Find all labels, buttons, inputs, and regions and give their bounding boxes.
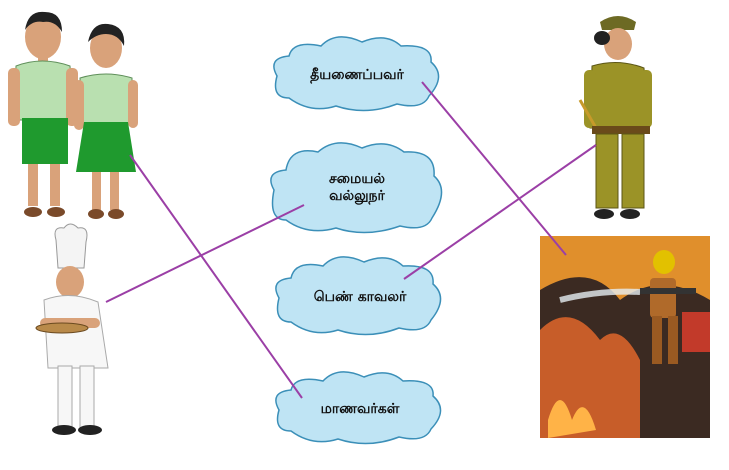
line-firefighter — [421, 81, 567, 256]
line-cook — [105, 204, 305, 303]
cloud-cook — [270, 142, 443, 234]
label-cook: சமையல் வல்லுநர் — [329, 170, 385, 205]
policewoman-picture — [578, 16, 652, 219]
line-policewoman — [403, 144, 597, 280]
label-policewoman: பெண் காவலர் — [313, 289, 407, 306]
matching-lines — [105, 81, 597, 399]
label-firefighter: தீயணைப்பவர் — [310, 67, 404, 84]
students-picture — [8, 11, 138, 219]
cloud-policewoman — [275, 256, 442, 336]
boy-figure — [8, 11, 78, 217]
line-students — [129, 154, 303, 399]
firefighter-picture — [540, 236, 710, 438]
cloud-firefighter — [273, 36, 440, 112]
girl-figure — [74, 23, 138, 219]
cloud-students — [275, 371, 442, 445]
cook-picture — [35, 223, 109, 435]
label-students: மாணவர்கள் — [320, 401, 400, 418]
